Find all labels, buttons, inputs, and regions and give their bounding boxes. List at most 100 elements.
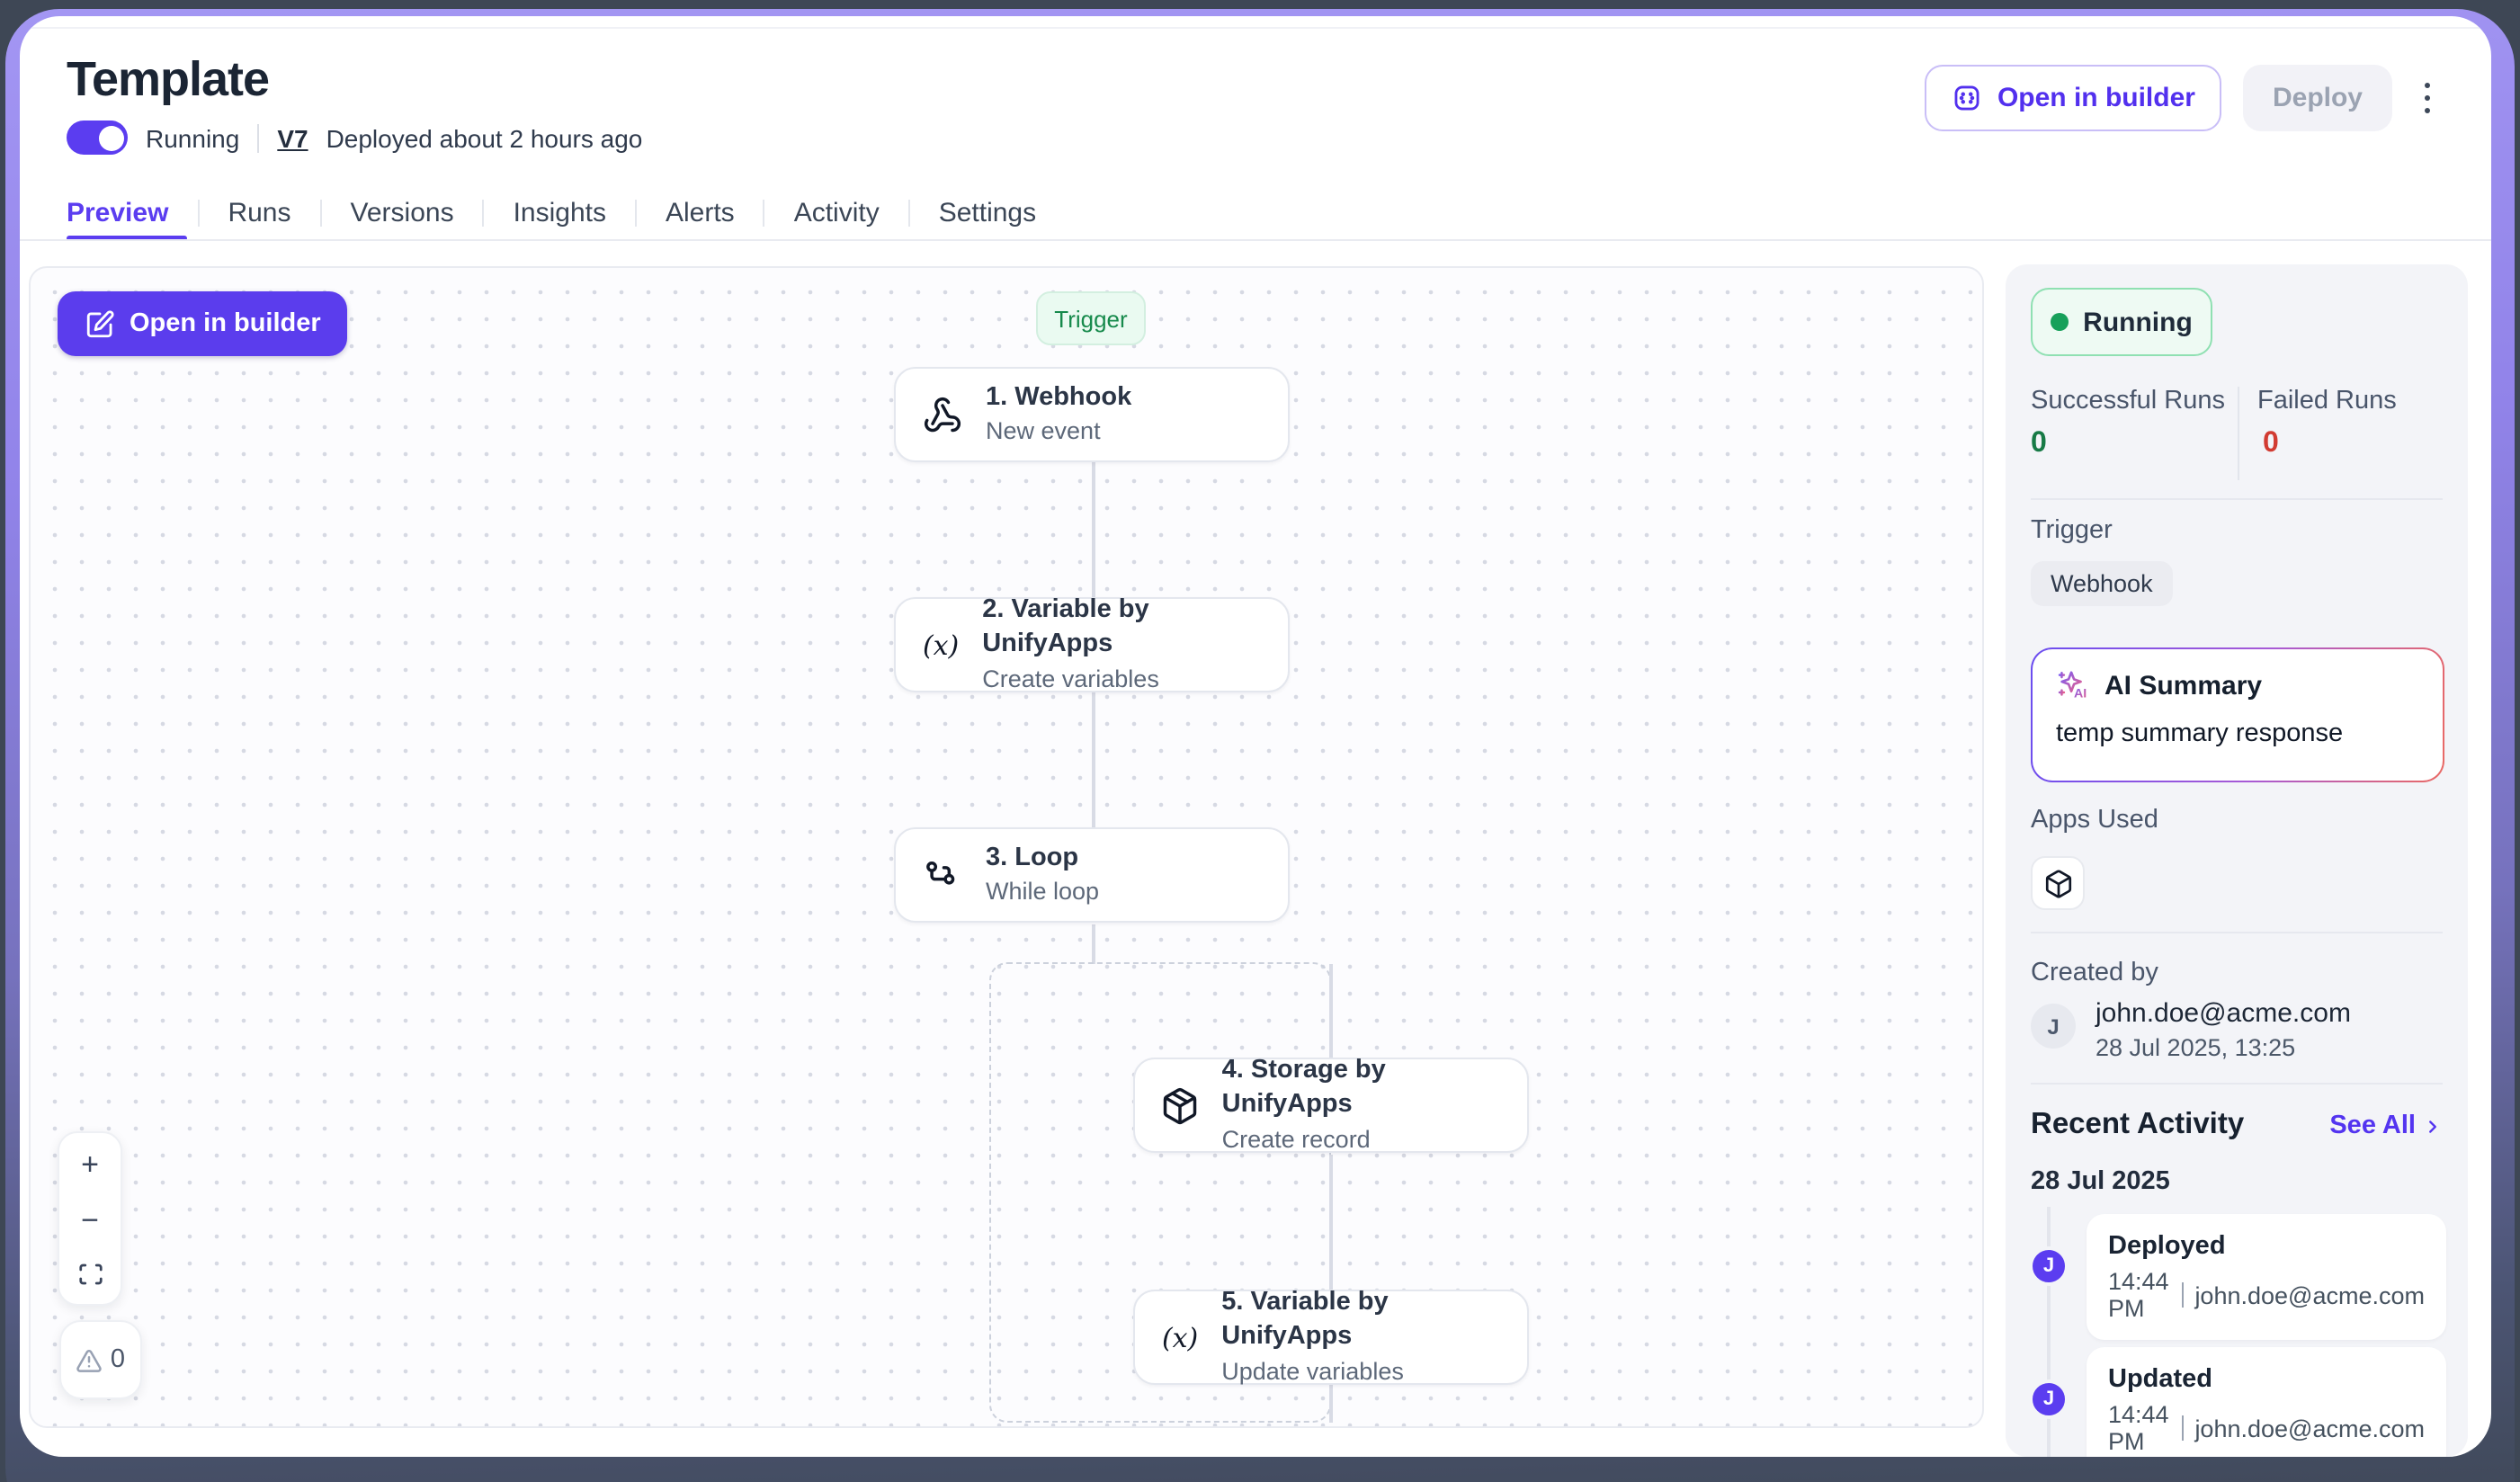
divider — [2238, 387, 2239, 480]
activity-date: 28 Jul 2025 — [2031, 1167, 2170, 1196]
fit-view-icon[interactable] — [59, 1261, 121, 1288]
tab-versions[interactable]: Versions — [350, 197, 454, 228]
node-title: 1. Webhook — [986, 382, 1132, 412]
variable-icon: (x) — [922, 629, 960, 661]
zoom-controls: + − — [58, 1131, 122, 1306]
divider — [2181, 1282, 2183, 1308]
activity-avatar: J — [2029, 1379, 2069, 1419]
zoom-in-button[interactable]: + — [81, 1147, 99, 1182]
created-by-label: Created by — [2031, 959, 2158, 987]
tab-insights[interactable]: Insights — [513, 197, 606, 228]
node-subtitle: Create record — [1221, 1125, 1371, 1153]
toggle-knob — [98, 125, 123, 150]
see-all-label: See All — [2329, 1112, 2416, 1140]
activity-item-updated[interactable]: Updated 14:44 PM john.doe@acme.com — [2087, 1347, 2446, 1457]
activity-time: 14:44 PM — [2108, 1401, 2169, 1455]
tab-alerts[interactable]: Alerts — [666, 197, 735, 228]
tab-divider — [482, 199, 485, 226]
failed-runs-label: Failed Runs — [2257, 387, 2397, 415]
zoom-out-button[interactable]: − — [81, 1203, 99, 1237]
activity-avatar: J — [2029, 1246, 2069, 1286]
node-title: 4. Storage by UnifyApps — [1221, 1055, 1386, 1120]
activity-user: john.doe@acme.com — [2194, 1415, 2425, 1442]
connector-line — [1329, 1385, 1332, 1423]
creator-avatar: J — [2031, 1004, 2076, 1049]
error-count-chip[interactable]: 0 — [59, 1320, 142, 1399]
tab-bar: Preview Runs Versions Insights Alerts Ac… — [67, 185, 1065, 241]
tab-divider — [635, 199, 637, 226]
edit-pencil-icon — [85, 308, 115, 339]
canvas-open-in-builder-label: Open in builder — [130, 309, 321, 338]
divider — [2031, 1083, 2443, 1085]
page-title: Template — [67, 52, 270, 106]
activity-timeline — [2047, 1207, 2051, 1457]
chevron-right-icon — [2429, 1120, 2436, 1132]
activity-action: Updated — [2108, 1365, 2212, 1394]
divider — [2181, 1415, 2183, 1441]
more-options-icon[interactable] — [2413, 72, 2441, 125]
green-dot-icon — [2051, 313, 2069, 331]
tab-activity[interactable]: Activity — [793, 197, 880, 228]
trigger-badge: Trigger — [1036, 291, 1146, 345]
tab-settings[interactable]: Settings — [938, 197, 1037, 228]
tab-divider — [907, 199, 910, 226]
version-link[interactable]: V7 — [277, 123, 308, 152]
activity-user: john.doe@acme.com — [2194, 1281, 2425, 1308]
workflow-canvas[interactable]: Open in builder Trigger — [29, 266, 1984, 1428]
node-title: 3. Loop — [986, 843, 1079, 872]
tabs-bottom-border — [20, 239, 2491, 241]
node-storage[interactable]: 4. Storage by UnifyApps Create record — [1133, 1056, 1529, 1153]
node-loop[interactable]: 3. Loop While loop — [894, 827, 1290, 923]
loop-icon — [919, 855, 966, 895]
successful-runs-value: 0 — [2031, 428, 2047, 459]
node-variable-create[interactable]: (x) 2. Variable by UnifyApps Create vari… — [894, 594, 1290, 692]
ai-summary-body: temp summary response — [2056, 719, 2344, 748]
status-label: Running — [146, 123, 240, 152]
node-subtitle: Update variables — [1221, 1357, 1404, 1385]
see-all-link[interactable]: See All — [2329, 1112, 2443, 1140]
canvas-open-in-builder-button[interactable]: Open in builder — [58, 291, 348, 356]
apps-used-label: Apps Used — [2031, 806, 2158, 835]
ai-sparkle-icon: AI — [2056, 669, 2090, 703]
divider — [2031, 498, 2443, 500]
trigger-label: Trigger — [2031, 516, 2113, 545]
activity-item-deployed[interactable]: Deployed 14:44 PM john.doe@acme.com — [2087, 1214, 2446, 1340]
running-toggle[interactable] — [67, 121, 128, 155]
failed-runs-value: 0 — [2263, 428, 2279, 459]
variable-icon: (x) — [1161, 1321, 1199, 1353]
builder-grid-icon — [1953, 83, 1983, 113]
connector-line — [1092, 692, 1095, 827]
connector-line — [1329, 1155, 1332, 1290]
deploy-button[interactable]: Deploy — [2243, 65, 2391, 131]
webhook-icon — [919, 395, 966, 434]
node-title: 2. Variable by UnifyApps — [982, 594, 1149, 659]
svg-text:AI: AI — [2074, 686, 2087, 701]
tab-divider — [763, 199, 765, 226]
error-count: 0 — [110, 1345, 126, 1374]
tab-preview[interactable]: Preview — [67, 185, 197, 241]
connector-line — [1329, 964, 1332, 1058]
tab-runs[interactable]: Runs — [228, 197, 291, 228]
node-variable-update[interactable]: (x) 5. Variable by UnifyApps Update vari… — [1133, 1288, 1529, 1385]
node-subtitle: New event — [986, 417, 1101, 445]
deploy-info: Deployed about 2 hours ago — [326, 123, 643, 152]
status-row: Running V7 Deployed about 2 hours ago — [67, 121, 642, 155]
package-icon — [2044, 869, 2071, 897]
ai-summary-card: AI AI Summary temp summary response — [2031, 647, 2444, 782]
window-top-hairline — [20, 27, 2491, 29]
tab-divider — [197, 199, 200, 226]
node-subtitle: While loop — [986, 878, 1100, 906]
divider — [2031, 932, 2443, 933]
node-webhook[interactable]: 1. Webhook New event — [894, 367, 1290, 462]
trigger-type-chip: Webhook — [2031, 561, 2173, 606]
open-in-builder-button[interactable]: Open in builder — [1925, 65, 2222, 131]
app-window: Template Running V7 Deployed about 2 hou… — [20, 16, 2491, 1457]
successful-runs-label: Successful Runs — [2031, 387, 2225, 415]
ai-summary-title: AI Summary — [2104, 671, 2263, 701]
app-tile[interactable] — [2031, 856, 2085, 910]
deploy-label: Deploy — [2272, 83, 2363, 113]
package-icon — [1158, 1085, 1202, 1125]
connector-line — [1092, 924, 1095, 964]
